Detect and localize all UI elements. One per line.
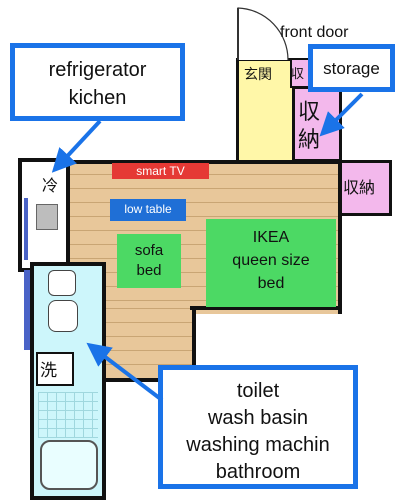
bath-text-4: bathroom <box>215 461 301 483</box>
low-table-label: low table <box>124 202 172 216</box>
refrigerator-mark: 冷 <box>42 176 59 195</box>
storage-text: storage <box>323 59 380 78</box>
queen-bed-label-2: queen size <box>232 252 310 269</box>
washing-machine-mark: 洗 <box>40 361 57 381</box>
sofa-bed <box>117 234 181 288</box>
queen-bed-label-3: bed <box>257 275 285 292</box>
front-door-label: front door <box>280 24 349 41</box>
storage-arrow <box>319 92 364 137</box>
bath-text-3: washing machin <box>186 434 330 456</box>
queen-bed-label-1: IKEA <box>252 229 290 246</box>
room-bottom-wall <box>190 306 340 310</box>
kitchen-text: kichen <box>68 87 127 109</box>
bathroom-arrow <box>86 342 164 402</box>
kitchen-counter <box>24 198 28 260</box>
bathroom-callout: toilet wash basin washing machin bathroo… <box>158 365 358 489</box>
kitchen-arrow <box>51 119 102 173</box>
right-storage-label: 収納 <box>343 178 376 197</box>
smart-tv-label: smart TV <box>136 164 185 178</box>
front-door-icon <box>237 7 289 61</box>
sink-icon <box>36 204 58 230</box>
small-storage-label: 収 <box>291 67 305 82</box>
storage-closet-label-1: 収 <box>298 100 321 125</box>
shower-floor <box>38 392 98 438</box>
sofa-bed-label-1: sofa <box>134 242 164 259</box>
washing-machine-spot <box>36 352 74 386</box>
bathroom-left-wall-accent <box>24 270 30 350</box>
refrigerator-kitchen-callout: refrigerator kichen <box>10 43 185 121</box>
bath-text-2: wash basin <box>207 407 309 429</box>
sofa-bed-label-2: bed <box>136 262 162 279</box>
genkan-label: 玄関 <box>244 67 272 83</box>
right-storage <box>336 160 392 216</box>
bathtub-icon <box>40 440 98 490</box>
storage-callout: storage <box>308 44 395 92</box>
toilet-icon <box>48 270 76 296</box>
refrigerator-text: refrigerator <box>48 59 147 81</box>
storage-closet-label-2: 納 <box>298 128 321 153</box>
bath-text-1: toilet <box>236 380 280 402</box>
queen-bed <box>206 219 336 307</box>
smart-tv <box>112 163 209 179</box>
low-table <box>110 199 186 221</box>
wash-basin-icon <box>48 300 78 332</box>
